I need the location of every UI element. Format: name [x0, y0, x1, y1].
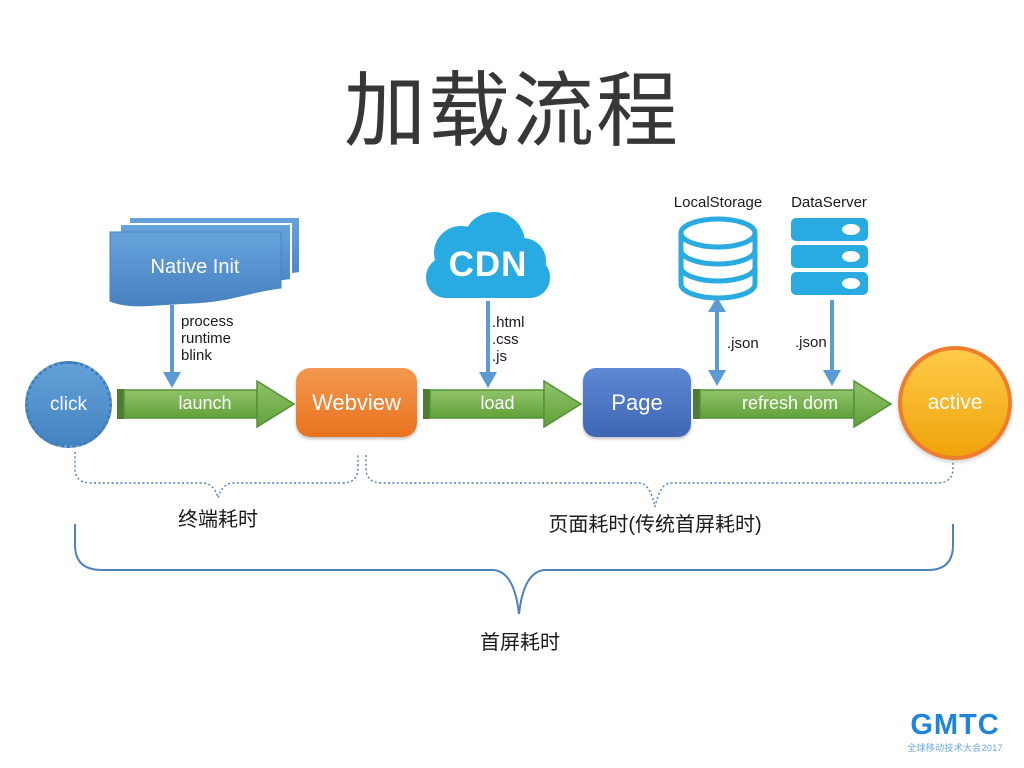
native-process-arrow — [163, 305, 181, 388]
cdn-cloud-icon — [426, 212, 550, 298]
localstorage-label: LocalStorage — [673, 194, 763, 211]
page-time-brace — [365, 454, 954, 508]
cdn-file-item: .css — [492, 331, 519, 348]
native-init-label: Native Init — [150, 256, 240, 278]
native-outputs-list: process runtime blink — [181, 313, 234, 364]
cdn-file-item: .js — [492, 348, 507, 365]
database-icon — [678, 216, 758, 301]
refresh-dom-arrow — [693, 379, 893, 429]
active-label: active — [927, 391, 983, 414]
active-node: active — [898, 346, 1012, 460]
page-label: Page — [611, 389, 663, 415]
native-output-item: runtime — [181, 330, 232, 347]
cdn-file-item: .html — [492, 314, 525, 331]
terminal-time-label: 终端耗时 — [178, 509, 258, 531]
cdn-download-arrow — [479, 301, 497, 388]
gmtc-logo-text: GMTC — [910, 709, 1000, 741]
dataserver-label: DataServer — [791, 194, 867, 211]
terminal-time-brace — [74, 452, 359, 501]
webview-node: Webview — [296, 368, 417, 437]
cdn-files-list: .html .css .js — [492, 314, 525, 365]
first-screen-time-label: 首屏耗时 — [480, 632, 560, 654]
server-icon — [791, 218, 868, 295]
localstorage-json-label: .json — [727, 335, 759, 352]
dataserver-json-label: .json — [795, 334, 827, 351]
launch-label: launch — [178, 393, 232, 413]
webview-label: Webview — [312, 389, 401, 415]
dataserver-json-arrow — [823, 300, 841, 386]
gmtc-logo-subtitle: 全球移动技术大会2017 — [907, 743, 1003, 753]
page-time-label: 页面耗时(传统首屏耗时) — [548, 514, 762, 536]
localstorage-json-arrow — [708, 297, 726, 386]
click-label: click — [50, 393, 87, 415]
page-node: Page — [583, 368, 691, 437]
load-arrow — [423, 379, 583, 429]
native-output-item: process — [181, 313, 234, 330]
first-screen-brace — [74, 524, 954, 615]
load-label: load — [480, 393, 515, 413]
launch-arrow — [117, 379, 296, 429]
page-title: 加载流程 — [343, 66, 680, 157]
gmtc-logo: GMTC 全球移动技术大会2017 — [898, 710, 1012, 754]
native-output-item: blink — [181, 347, 212, 364]
refresh-dom-label: refresh dom — [741, 393, 839, 413]
click-node: click — [25, 361, 112, 448]
cdn-label: CDN — [448, 245, 528, 284]
native-init-stack-icon — [109, 216, 301, 307]
